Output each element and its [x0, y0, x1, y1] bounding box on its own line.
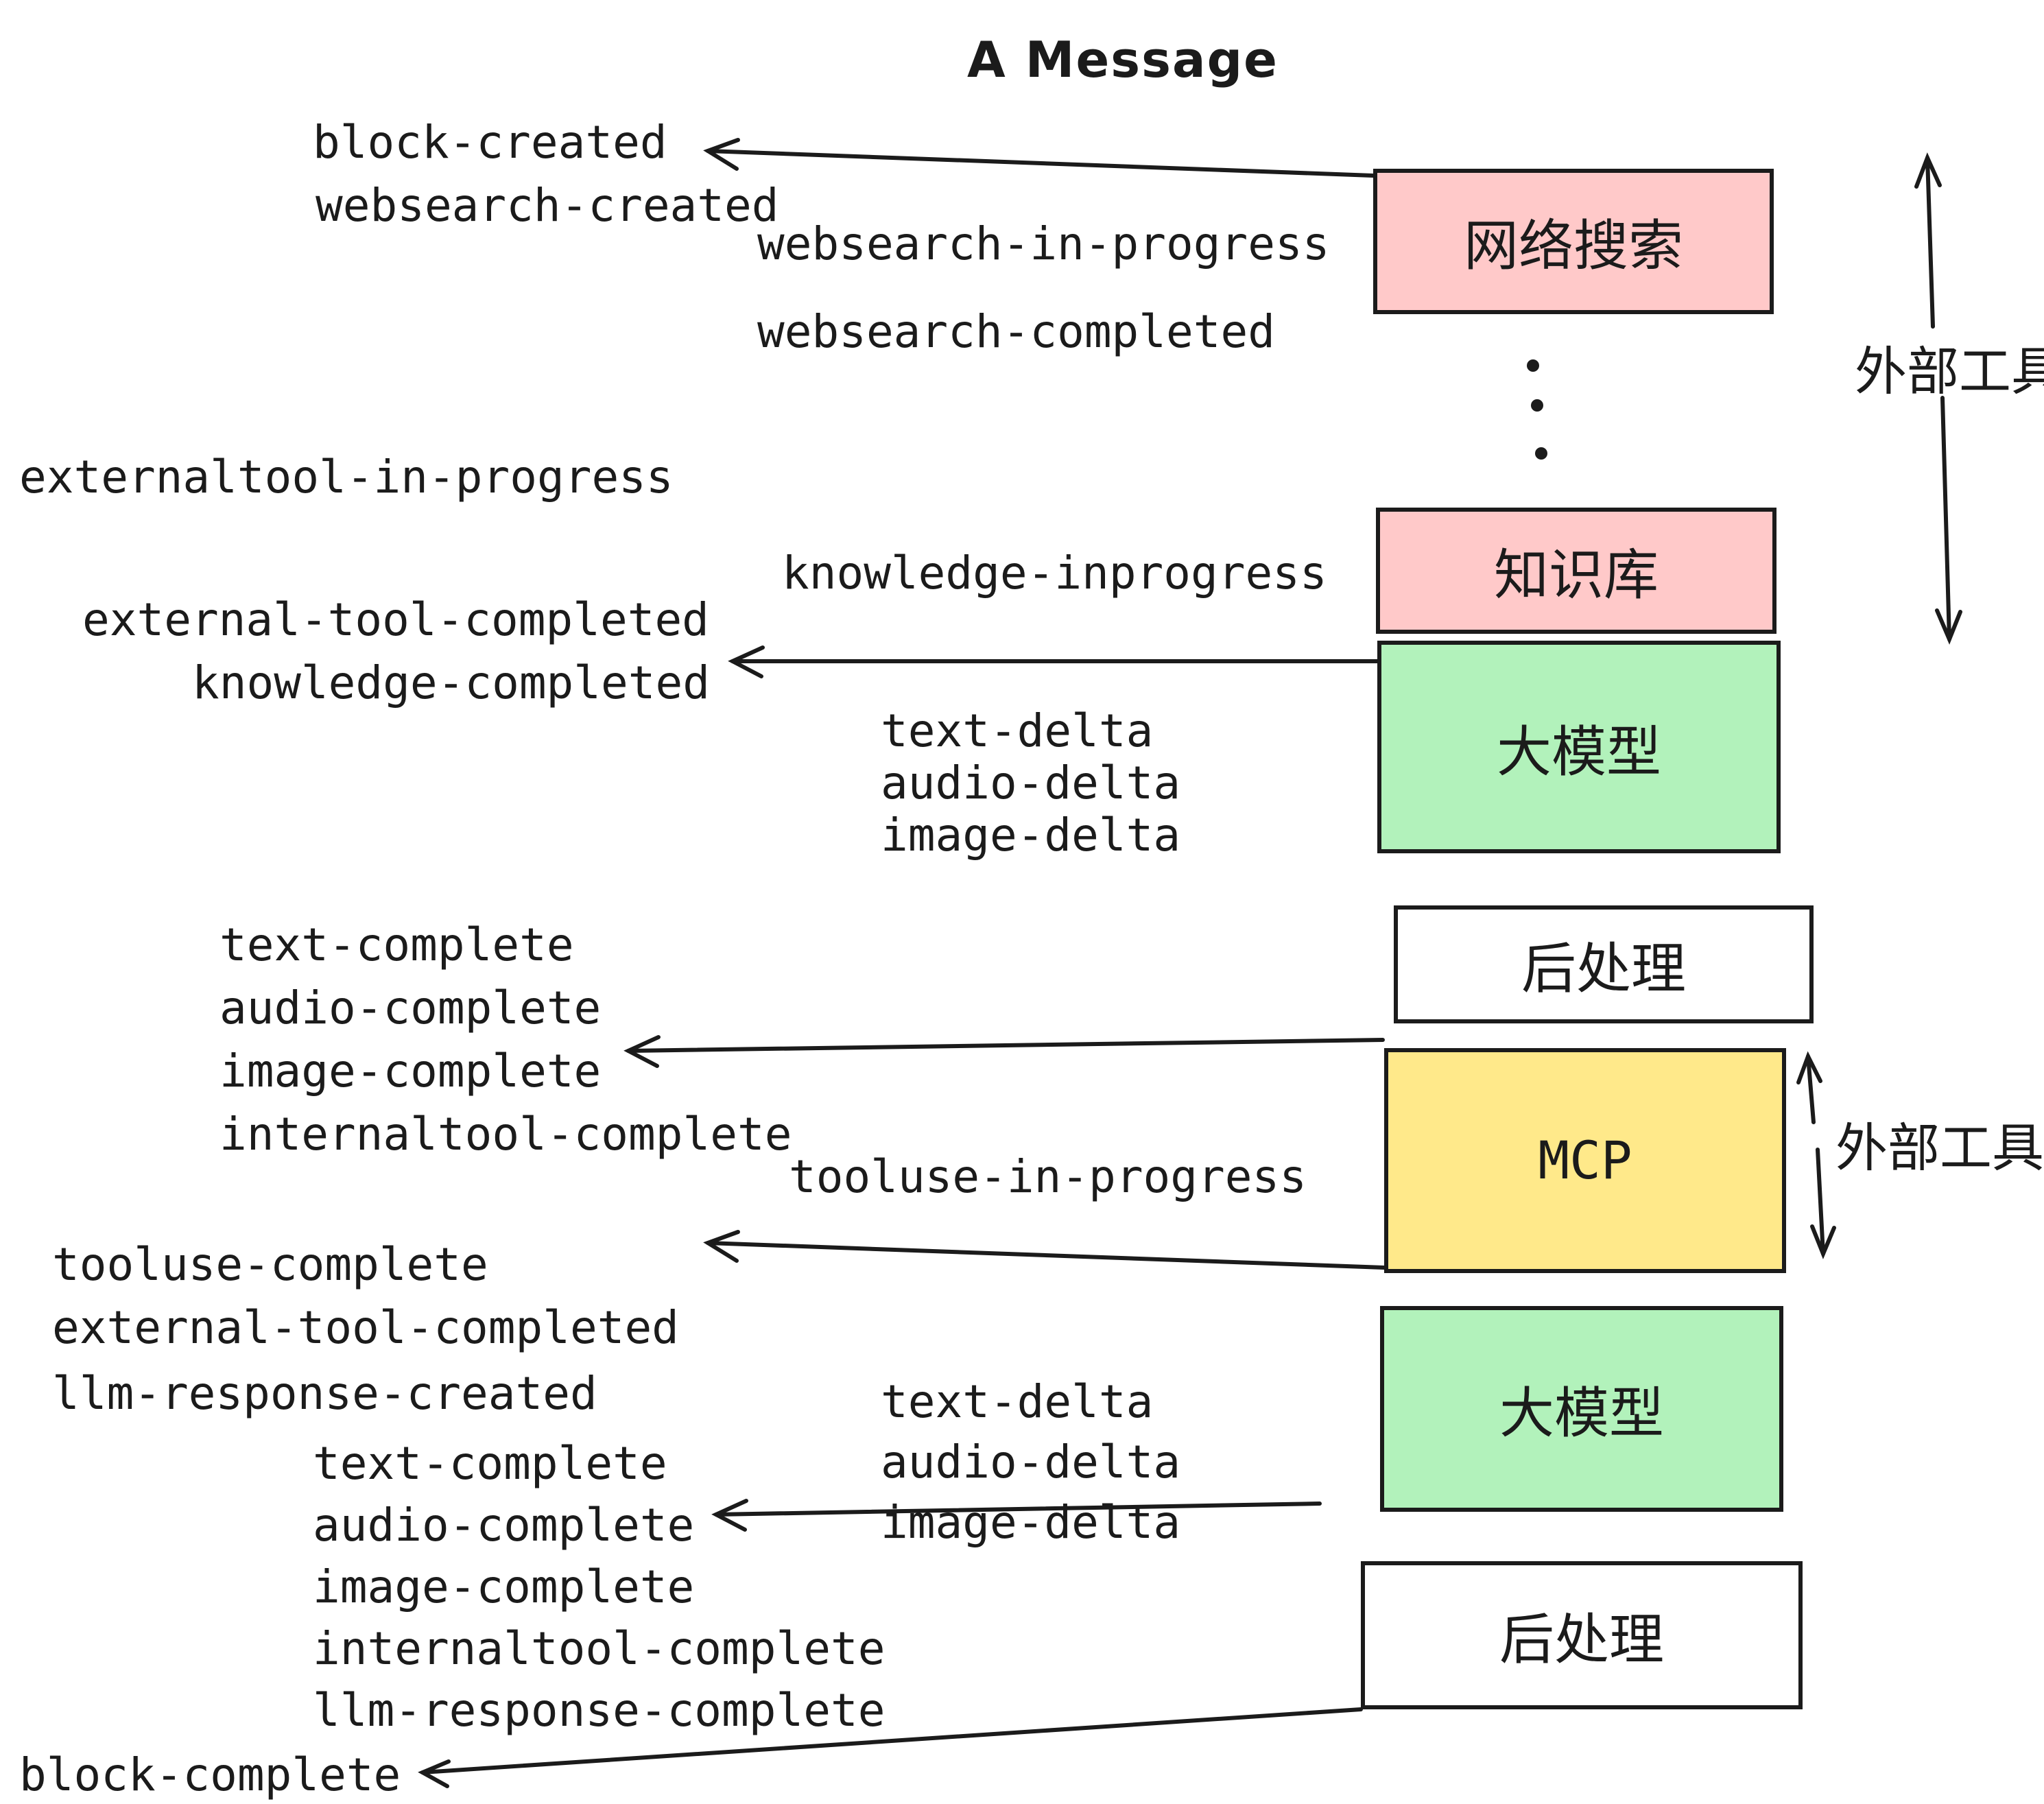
arrow-external-tools-top-up — [1914, 152, 1942, 329]
event-tooluse-complete: tooluse-complete — [52, 1237, 488, 1291]
event-audio-delta-1: audio-delta — [881, 756, 1181, 809]
node-llm-2-label: 大模型 — [1499, 1383, 1664, 1446]
node-llm-1: 大模型 — [1377, 641, 1781, 853]
node-mcp-label: MCP — [1538, 1130, 1632, 1191]
event-block-created: block-created — [313, 115, 667, 169]
arrow-to-knowledge-completed — [728, 645, 1379, 678]
event-knowledge-inprogress: knowledge-inprogress — [782, 546, 1327, 600]
arrow-external-tools-top-down — [1935, 396, 1962, 645]
event-text-complete-1: text-complete — [219, 918, 574, 971]
event-tooluse-in-progress: tooluse-in-progress — [789, 1150, 1307, 1203]
diagram-title: A Message — [967, 33, 1279, 89]
event-audio-delta-2: audio-delta — [881, 1435, 1181, 1488]
event-audio-complete-2: audio-complete — [313, 1498, 695, 1552]
event-internaltool-complete-2: internaltool-complete — [313, 1622, 886, 1675]
event-llm-response-complete: llm-response-complete — [313, 1683, 886, 1737]
arrow-external-tools-mid-up — [1796, 1051, 1822, 1124]
ellipsis-dot-3 — [1535, 447, 1547, 460]
side-label-external-tools-top: 外部工具 — [1855, 342, 2044, 402]
event-image-complete-2: image-complete — [313, 1560, 695, 1613]
event-image-delta-1: image-delta — [881, 808, 1181, 862]
node-postprocess-1-label: 后处理 — [1521, 938, 1686, 1001]
node-postprocess-2-label: 后处理 — [1499, 1609, 1664, 1672]
event-text-delta-1: text-delta — [881, 704, 1154, 757]
event-audio-complete-1: audio-complete — [219, 981, 602, 1034]
event-internaltool-complete-1: internaltool-complete — [219, 1107, 792, 1161]
event-text-complete-2: text-complete — [313, 1436, 667, 1490]
event-llm-response-created: llm-response-created — [52, 1366, 597, 1420]
event-group-delta-1: text-delta audio-delta image-delta — [881, 704, 1181, 862]
node-knowledge: 知识库 — [1376, 508, 1776, 634]
event-text-delta-2: text-delta — [881, 1375, 1154, 1428]
event-external-tool-completed-2: external-tool-completed — [52, 1301, 679, 1354]
event-websearch-created: websearch-created — [316, 178, 779, 232]
ellipsis-dot-1 — [1527, 359, 1539, 372]
node-llm-1-label: 大模型 — [1497, 721, 1661, 784]
event-knowledge-completed: knowledge-completed — [192, 656, 710, 709]
arrow-external-tools-mid-down — [1810, 1148, 1836, 1259]
event-image-complete-1: image-complete — [219, 1044, 602, 1097]
event-websearch-completed: websearch-completed — [757, 305, 1275, 358]
node-websearch-label: 网络搜索 — [1464, 215, 1683, 278]
node-mcp: MCP — [1384, 1048, 1786, 1273]
arrow-to-websearch-created — [703, 138, 1375, 178]
node-websearch: 网络搜索 — [1373, 169, 1774, 314]
event-group-delta-2: text-delta audio-delta image-delta — [881, 1372, 1180, 1553]
event-external-tool-completed: external-tool-completed — [82, 593, 709, 646]
side-label-external-tools-mid: 外部工具 — [1835, 1118, 2044, 1178]
event-websearch-in-progress: websearch-in-progress — [757, 217, 1330, 270]
node-postprocess-2: 后处理 — [1361, 1561, 1803, 1709]
event-block-complete: block-complete — [19, 1748, 401, 1801]
node-postprocess-1: 后处理 — [1394, 905, 1814, 1023]
event-image-delta-2: image-delta — [881, 1495, 1181, 1549]
node-knowledge-label: 知识库 — [1494, 545, 1659, 608]
event-group-complete-2: text-complete audio-complete image-compl… — [313, 1432, 885, 1741]
event-externaltool-in-progress: externaltool-in-progress — [19, 450, 674, 503]
node-llm-2: 大模型 — [1380, 1306, 1783, 1512]
event-group-complete-1: text-complete audio-complete image-compl… — [219, 914, 792, 1166]
ellipsis-dot-2 — [1531, 399, 1543, 412]
arrow-to-tooluse-complete — [703, 1230, 1386, 1270]
